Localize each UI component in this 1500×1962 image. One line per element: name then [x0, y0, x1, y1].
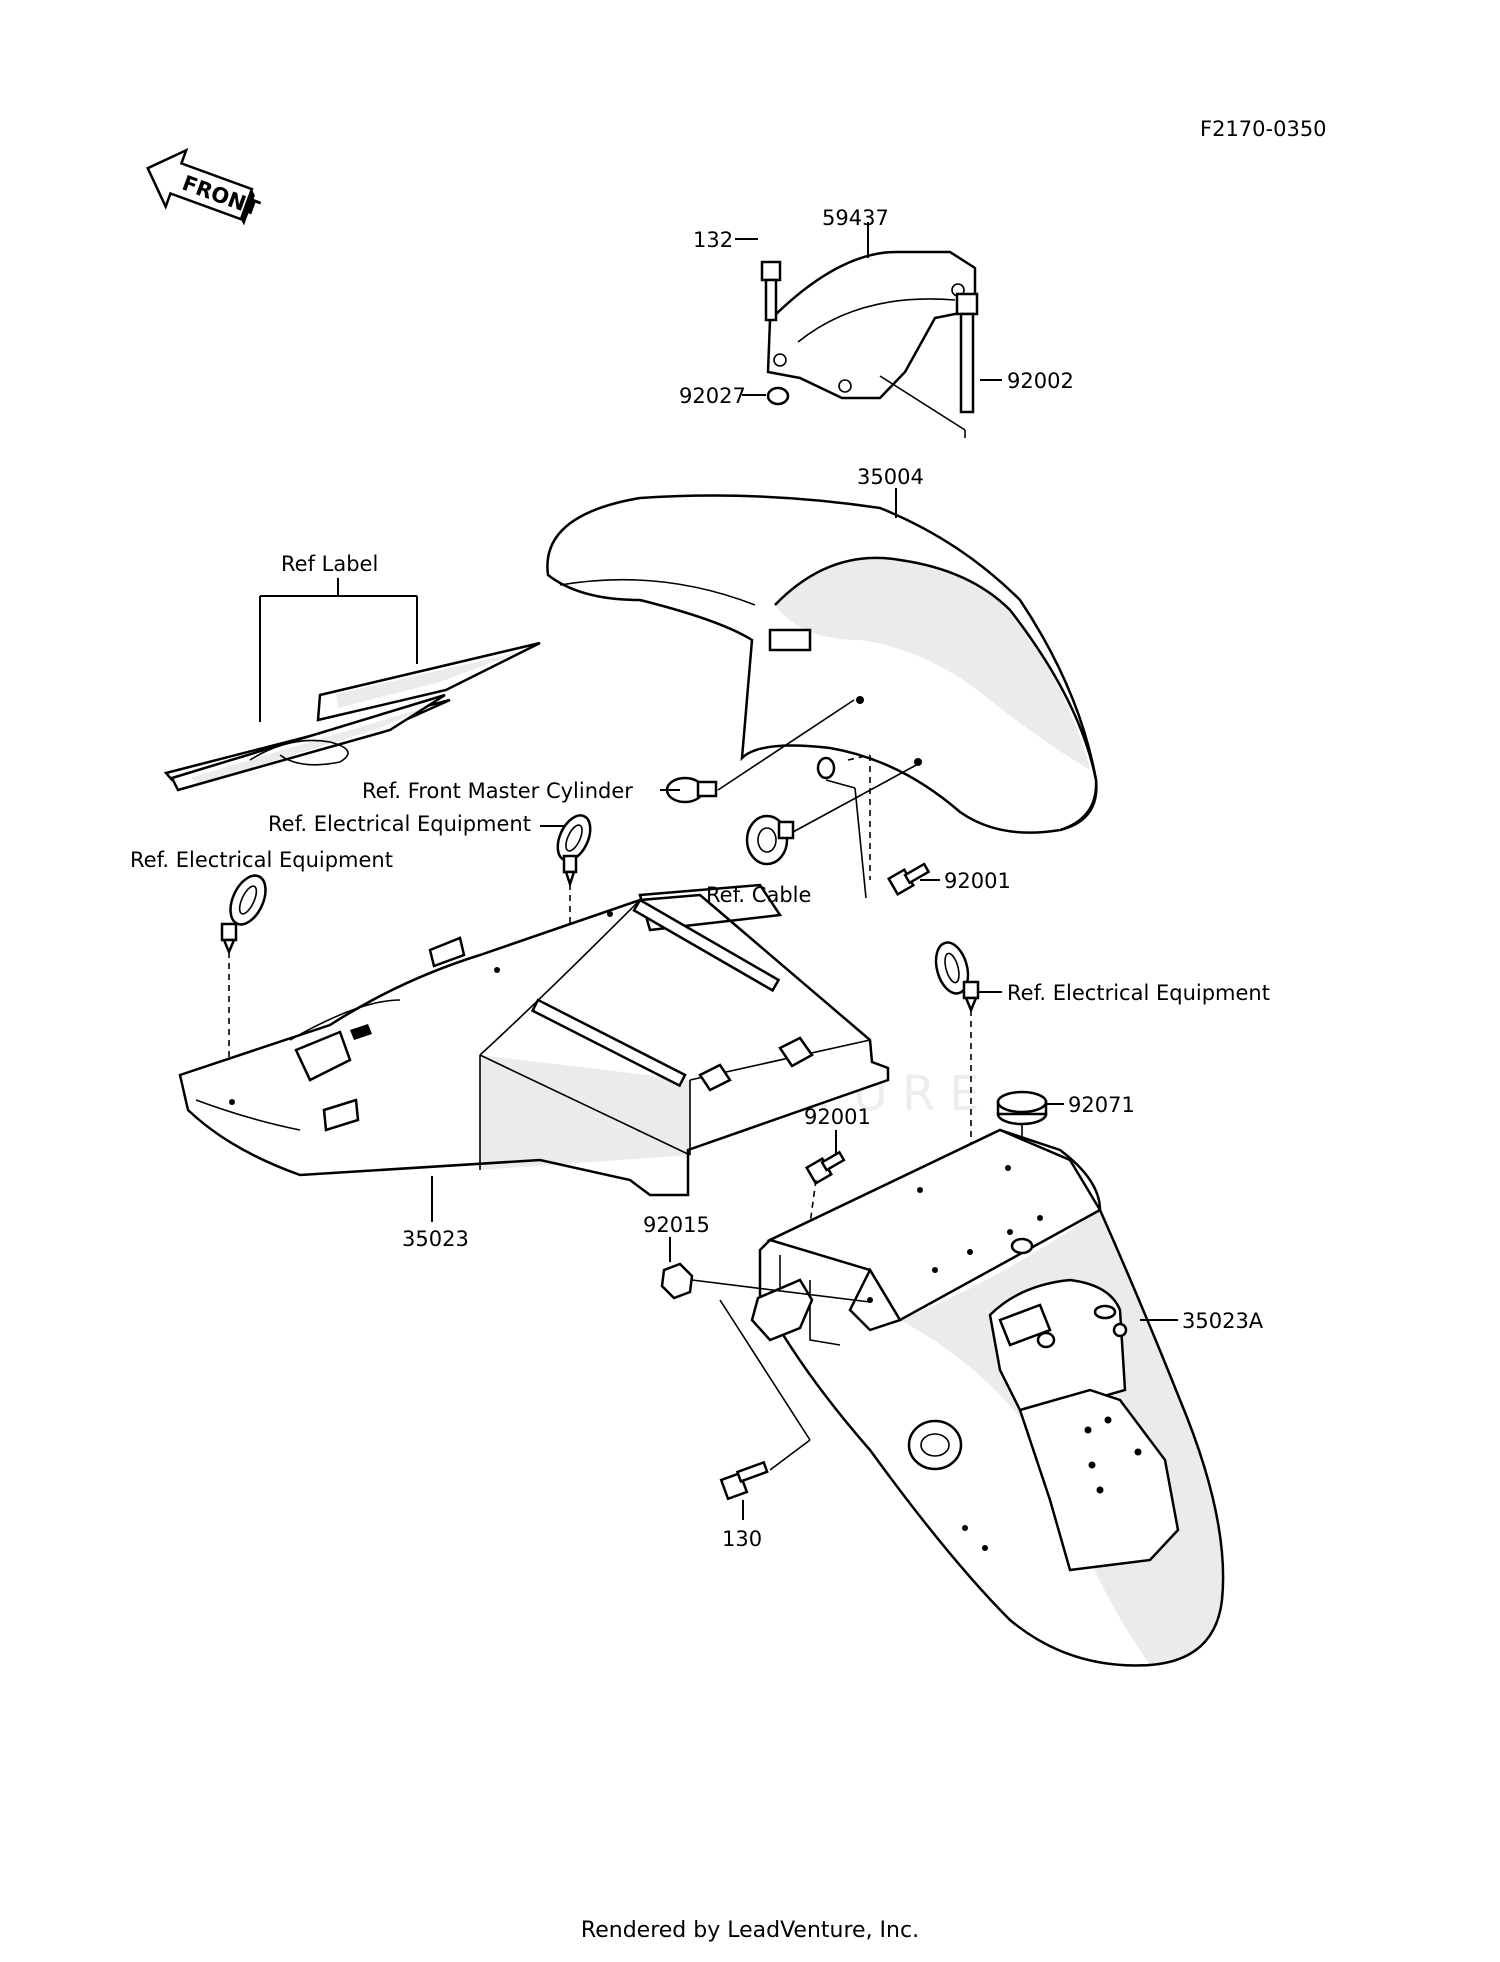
collar-92027 [766, 386, 790, 406]
label-92015: 92015 [643, 1213, 710, 1237]
label-92001-upper: 92001 [944, 869, 1011, 893]
electrical-clamp-upper [556, 814, 592, 888]
electrical-clamp-right [934, 941, 980, 1014]
grommet-small [816, 756, 836, 780]
bolt-92002 [955, 292, 979, 414]
footer-credit: Rendered by LeadVenture, Inc. [580, 1918, 920, 1943]
label-ref-electrical-upper: Ref. Electrical Equipment [268, 812, 531, 836]
label-132: 132 [693, 228, 733, 252]
bracket-59437 [766, 250, 977, 400]
label-35004: 35004 [857, 465, 924, 489]
inner-fender-35023 [178, 883, 890, 1197]
label-92002: 92002 [1007, 369, 1074, 393]
ref-label-decals [163, 641, 541, 792]
label-ref-front-master-cylinder: Ref. Front Master Cylinder [362, 779, 633, 803]
bracket-92015-mount [750, 1278, 814, 1342]
label-92001-lower: 92001 [804, 1105, 871, 1129]
label-92027: 92027 [679, 384, 746, 408]
rear-fender-35023A [758, 1128, 1225, 1667]
grommet-92071 [996, 1090, 1048, 1126]
front-arrow-icon: FRONT [146, 147, 263, 226]
master-cylinder-clamp [665, 776, 718, 804]
label-ref-electrical-right: Ref. Electrical Equipment [1007, 981, 1270, 1005]
label-35023A: 35023A [1182, 1309, 1264, 1333]
label-130: 130 [722, 1527, 762, 1551]
label-92071: 92071 [1068, 1093, 1135, 1117]
label-35023: 35023 [402, 1227, 469, 1251]
label-59437: 59437 [822, 206, 889, 230]
bolt-132 [760, 260, 782, 322]
electrical-clamp-left [220, 874, 267, 956]
bolt-130 [719, 1460, 769, 1501]
label-ref-electrical-left: Ref. Electrical Equipment [130, 848, 393, 872]
front-fender-35004 [546, 494, 1098, 834]
bolt-92001-lower [804, 1150, 846, 1186]
label-ref-label: Ref Label [281, 552, 378, 576]
figure-code: F2170-0350 [1200, 117, 1327, 141]
nut-92015 [660, 1262, 694, 1300]
bolt-92001-upper [886, 862, 931, 897]
cable-guide [745, 814, 795, 866]
